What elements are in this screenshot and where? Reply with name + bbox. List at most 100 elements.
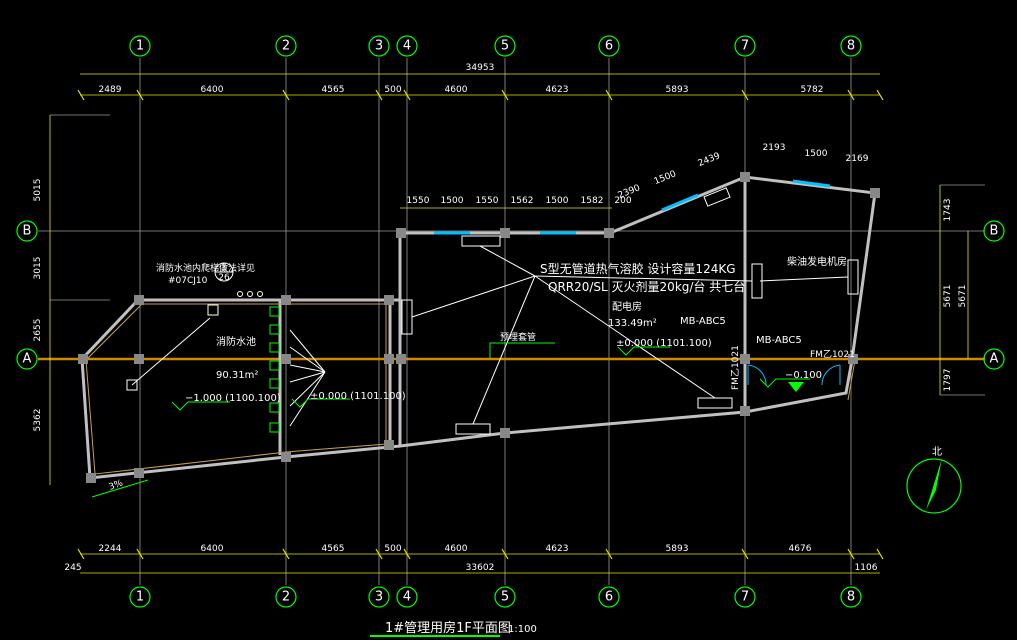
- level-distribution: ±0.000 (1101.100): [616, 338, 712, 349]
- dim-bottom-seg: 500: [384, 544, 401, 554]
- grid-bubble-labels: 1 2 3 4 5 6 7 8 1 2 3 4 5 6 7 8 B A B A: [23, 39, 999, 605]
- dim-window-diag: 2439: [697, 151, 722, 169]
- grid-lines-vertical: [139, 58, 852, 585]
- drawing-title: 1#管理用房1F平面图: [385, 620, 511, 636]
- grid-label-2-bottom: 2: [282, 590, 290, 605]
- dim-window: 1550: [407, 196, 430, 206]
- grid-lines-horizontal: [38, 114, 985, 396]
- top-dimension-text: 34953 2489 6400 4565 500 4600 4623 5893 …: [99, 63, 824, 95]
- north-label: 北: [932, 446, 942, 458]
- extinguisher-units: [401, 187, 859, 435]
- dim-bottom-left: 245: [64, 563, 81, 573]
- grid-label-8-top: 8: [847, 39, 855, 54]
- abc-label-2: MB-ABC5: [756, 335, 802, 346]
- dim-bottom-seg: 4623: [546, 544, 569, 554]
- dim-window-diag: 1500: [653, 169, 678, 187]
- room-labels: S型无管道热气溶胶 设计容量124KG QRR20/SL 灭火剂量20kg/台 …: [108, 255, 942, 493]
- dim-right-total: 5671: [958, 285, 968, 308]
- ref-index: 1: [221, 263, 227, 273]
- dim-top-seg: 4623: [546, 85, 569, 95]
- dim-right-seg: 1743: [943, 199, 953, 222]
- door-label-2: FM乙1021: [810, 349, 855, 360]
- room-name-distribution: 配电房: [612, 300, 642, 313]
- dim-bottom-seg: 2244: [99, 544, 122, 554]
- grid-label-4-top: 4: [403, 39, 411, 54]
- level-arrow: [788, 382, 804, 392]
- dim-left-seg: 5362: [33, 409, 43, 432]
- north-arrow-icon: [906, 458, 962, 514]
- dim-left-seg: 3015: [33, 257, 43, 280]
- ref-note: 消防水池内爬梯做法详见: [156, 262, 255, 274]
- abc-label-1: MB-ABC5: [680, 316, 726, 327]
- dim-right-seg: 5671: [943, 285, 953, 308]
- dim-window: 1582: [581, 196, 604, 206]
- dimension-ticks: [77, 89, 884, 560]
- dim-window-right: 2169: [846, 154, 869, 164]
- room-area-firepool: 90.31m²: [216, 370, 258, 381]
- right-dimension-text: 1743 5671 1797 5671: [943, 199, 968, 392]
- dim-window: 1562: [511, 196, 534, 206]
- grid-label-b-left: B: [23, 224, 32, 239]
- left-dimension-text: 5015 3015 2655 5362: [33, 179, 43, 432]
- grid-label-3-bottom: 3: [375, 590, 383, 605]
- dim-window: 1550: [476, 196, 499, 206]
- grid-label-5-top: 5: [501, 39, 509, 54]
- system-note-1: S型无管道热气溶胶 设计容量124KG: [540, 261, 736, 276]
- grid-label-5-bottom: 5: [501, 590, 509, 605]
- grid-label-3-top: 3: [375, 39, 383, 54]
- grid-label-a-left: A: [23, 352, 32, 367]
- dim-bottom-seg: 6400: [201, 544, 224, 554]
- columns: [78, 172, 880, 483]
- dim-top-seg: 4565: [322, 85, 345, 95]
- windows: [434, 179, 831, 235]
- dim-window-right: 1500: [805, 149, 828, 159]
- level-markers: [171, 342, 810, 411]
- reference-bubble: 1 26: [214, 262, 234, 283]
- room-name-firepool: 消防水池: [216, 335, 256, 348]
- dim-window: 1500: [546, 196, 569, 206]
- grid-label-b-right: B: [990, 224, 999, 239]
- dim-bottom-right: 1106: [855, 563, 878, 573]
- dim-right-seg: 1797: [943, 369, 953, 392]
- small-note: 预埋套管: [500, 331, 536, 343]
- dim-top-seg: 4600: [445, 85, 468, 95]
- dim-left-seg: 2655: [33, 319, 43, 342]
- grid-label-2-top: 2: [282, 39, 290, 54]
- grid-label-6-bottom: 6: [605, 590, 613, 605]
- dim-bottom-seg: 4600: [445, 544, 468, 554]
- dim-left-seg: 5015: [33, 179, 43, 202]
- dim-window: 200: [614, 196, 631, 206]
- room-name-generator: 柴油发电机房: [787, 255, 847, 268]
- dim-bottom-total: 33602: [466, 563, 495, 573]
- bottom-dimension-text: 2244 6400 4565 500 4600 4623 5893 4676 3…: [64, 544, 877, 573]
- system-note-2: QRR20/SL 灭火剂量20kg/台 共七台: [548, 279, 745, 294]
- grid-label-4-bottom: 4: [403, 590, 411, 605]
- dim-top-seg: 6400: [201, 85, 224, 95]
- ref-code: #07CJ10: [168, 276, 208, 286]
- inner-wall-lines: [85, 303, 856, 475]
- drawing-scale: 1:100: [508, 624, 537, 635]
- door-label-1: FM乙1021: [730, 345, 741, 390]
- dim-window-right: 2193: [763, 143, 786, 153]
- dim-bottom-seg: 5893: [666, 544, 689, 554]
- grid-label-a-right: A: [990, 352, 999, 367]
- level-firepool-2: ±0.000 (1101.100): [310, 391, 406, 402]
- dim-bottom-seg: 4565: [322, 544, 345, 554]
- window-dimension-text: 1550 1500 1550 1562 1500 1582 200 2390 1…: [407, 143, 869, 206]
- grid-bubbles: [16, 35, 1005, 608]
- ref-page: 26: [218, 273, 230, 283]
- dim-top-total: 34953: [466, 63, 495, 73]
- level-firepool: −1.000 (1100.100): [185, 393, 281, 404]
- dimension-lines: [49, 73, 969, 574]
- pipe-sleeves: [269, 306, 280, 433]
- dim-top-seg: 5782: [801, 85, 824, 95]
- dim-window: 1500: [441, 196, 464, 206]
- doors: [747, 364, 841, 386]
- dim-top-seg: 5893: [666, 85, 689, 95]
- dim-top-seg: 2489: [99, 85, 122, 95]
- dim-bottom-seg: 4676: [789, 544, 812, 554]
- slope-note: 3%: [108, 478, 125, 492]
- grid-label-6-top: 6: [605, 39, 613, 54]
- dim-top-seg: 500: [384, 85, 401, 95]
